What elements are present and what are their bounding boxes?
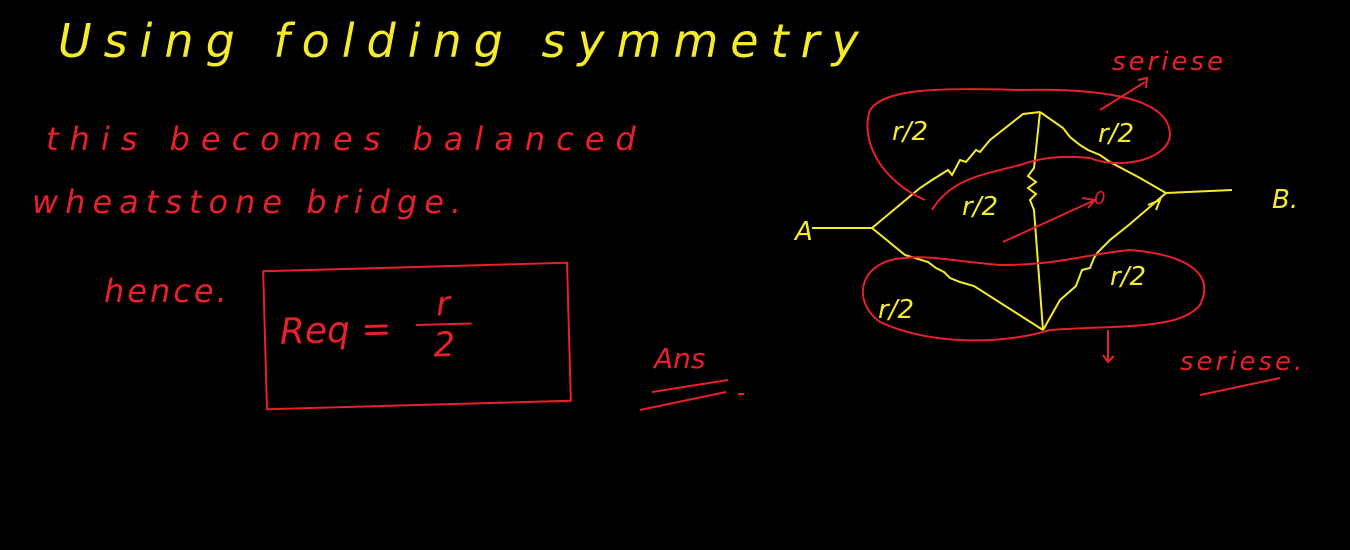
arrow-mark	[1147, 198, 1162, 211]
bottom-series-label: seriese.	[1180, 347, 1305, 377]
answer-underline	[639, 379, 744, 411]
node-b-label: B.	[1272, 185, 1298, 215]
answer-label: Ans	[654, 342, 706, 375]
resistor-middle	[1026, 111, 1044, 331]
middle-annotation: 0	[1094, 188, 1105, 209]
bottom-series-arrow	[1102, 330, 1115, 364]
resistor-top-left	[871, 111, 1041, 229]
note-hence: hence.	[104, 272, 230, 310]
note-line-2: wheatstone bridge.	[32, 183, 469, 221]
top-series-arrowhead	[1137, 76, 1149, 89]
bottom-series-loop	[861, 248, 1206, 342]
group-loops	[861, 76, 1281, 396]
resistor-label-middle: r/2	[962, 192, 998, 222]
middle-arrow	[1002, 197, 1097, 243]
note-line-1: this becomes balanced	[46, 120, 647, 158]
resistor-bottom-right	[1042, 192, 1167, 331]
bottom-series-underline	[1199, 377, 1281, 396]
top-series-label: seriese	[1112, 47, 1226, 77]
heading: Using folding symmetry	[58, 14, 871, 68]
resistor-label-bottom-right: r/2	[1110, 262, 1146, 292]
node-a-label: A	[793, 217, 813, 247]
resistor-label-top-left: r/2	[892, 117, 928, 147]
top-series-arrow	[1099, 81, 1146, 111]
top-series-loop	[866, 88, 1172, 211]
resistor-label-bottom-left: r/2	[878, 295, 914, 325]
resistor-label-top-right: r/2	[1098, 119, 1134, 149]
resistor-top-right	[1039, 111, 1167, 194]
bridge-wires	[812, 111, 1233, 331]
wire-b	[1165, 189, 1233, 194]
